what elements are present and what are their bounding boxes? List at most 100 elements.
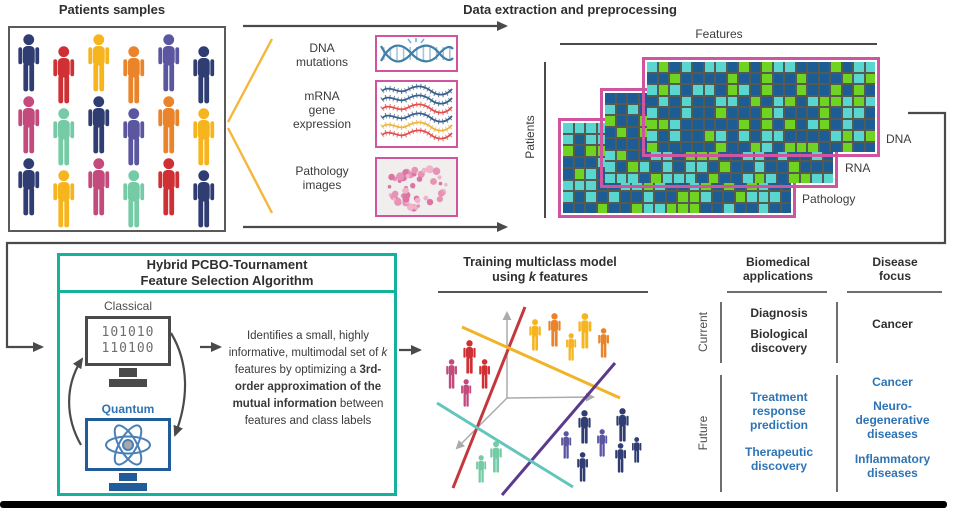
matrix-cell bbox=[819, 142, 829, 152]
future-divider-left bbox=[720, 375, 722, 492]
row-label-current: Current bbox=[696, 312, 710, 353]
matrix-cell bbox=[670, 96, 680, 106]
matrix-cell bbox=[747, 203, 757, 213]
modality-label-mrna: mRNA gene expression bbox=[292, 89, 352, 131]
matrix-cell bbox=[704, 96, 714, 106]
algorithm-header-divider bbox=[60, 290, 394, 293]
matrix-cell bbox=[842, 131, 852, 141]
pathology-illustration-box bbox=[375, 157, 458, 217]
matrix-cell bbox=[854, 96, 864, 106]
dna-illustration-box bbox=[375, 35, 458, 72]
pathology-dot bbox=[388, 173, 395, 181]
person-icon bbox=[479, 359, 490, 389]
matrix-cell bbox=[727, 108, 737, 118]
matrix-cell bbox=[781, 203, 791, 213]
person-icon bbox=[577, 452, 588, 482]
matrix-cell bbox=[616, 139, 626, 149]
matrix-cell bbox=[754, 173, 764, 183]
quantum-computer-icon bbox=[85, 418, 171, 471]
mrna-illustration-box bbox=[375, 80, 458, 148]
outcome-biological-discovery: Biological discovery bbox=[750, 327, 808, 355]
matrix-cell bbox=[616, 104, 626, 114]
matrix-cell bbox=[831, 119, 841, 129]
outcome-cancer-current: Cancer bbox=[872, 317, 913, 331]
pathology-dot bbox=[414, 197, 421, 204]
matrix-cell bbox=[773, 108, 783, 118]
matrix-cell bbox=[647, 62, 657, 72]
pathology-dot bbox=[402, 195, 410, 203]
matrix-cell bbox=[773, 73, 783, 83]
matrix-cell bbox=[796, 73, 806, 83]
matrix-cell bbox=[720, 162, 730, 172]
pathology-dot bbox=[423, 195, 429, 201]
matrix-cell bbox=[727, 131, 737, 141]
classical-monitor-neck bbox=[119, 368, 137, 377]
person-icon bbox=[158, 158, 180, 216]
training-title: Training multiclass model using k featur… bbox=[463, 255, 617, 284]
matrix-cell bbox=[586, 180, 596, 190]
matrix-cell bbox=[854, 119, 864, 129]
future-divider-mid bbox=[836, 375, 838, 492]
matrix-cell bbox=[796, 96, 806, 106]
matrix-cell bbox=[716, 73, 726, 83]
matrix-cell bbox=[727, 96, 737, 106]
person-icon bbox=[193, 170, 215, 228]
matrix-cell bbox=[865, 142, 875, 152]
matrix-cell bbox=[785, 62, 795, 72]
matrix-cell bbox=[777, 173, 787, 183]
person-icon bbox=[18, 158, 40, 216]
matrix-cell bbox=[739, 119, 749, 129]
matrix-cell bbox=[743, 162, 753, 172]
matrix-cell bbox=[727, 85, 737, 95]
matrix-cell bbox=[685, 173, 695, 183]
matrix-cell bbox=[701, 192, 711, 202]
matrix-cell bbox=[681, 62, 691, 72]
pathology-dot bbox=[430, 178, 437, 185]
matrix-cell bbox=[658, 96, 668, 106]
matrix-cell bbox=[770, 203, 780, 213]
matrix-cell bbox=[586, 192, 596, 202]
pathology-dot bbox=[392, 197, 396, 201]
matrix-cell bbox=[770, 192, 780, 202]
matrix-cell bbox=[563, 180, 573, 190]
matrix-cell bbox=[693, 85, 703, 95]
person-icon bbox=[598, 328, 609, 358]
matrix-cell bbox=[563, 169, 573, 179]
matrix-cell bbox=[632, 203, 642, 213]
matrix-cell bbox=[727, 142, 737, 152]
matrix-cell bbox=[647, 119, 657, 129]
matrix-cell bbox=[773, 142, 783, 152]
modality-label-pathology: Pathology images bbox=[295, 164, 349, 192]
pathology-dot bbox=[421, 167, 427, 173]
matrix-cell bbox=[586, 123, 596, 133]
matrix-cell bbox=[750, 96, 760, 106]
axis-z bbox=[455, 397, 508, 450]
matrix-cell bbox=[605, 127, 615, 137]
matrix-cell bbox=[865, 85, 875, 95]
matrix-cell bbox=[716, 62, 726, 72]
matrix-cell bbox=[854, 108, 864, 118]
matrix-cell bbox=[704, 73, 714, 83]
person-icon bbox=[18, 34, 40, 92]
matrix-label-dna: DNA bbox=[886, 132, 912, 146]
matrix-cell bbox=[762, 85, 772, 95]
matrix-cell bbox=[574, 134, 584, 144]
person-icon bbox=[490, 441, 502, 473]
pathology-dot bbox=[438, 181, 443, 186]
matrix-cell bbox=[689, 203, 699, 213]
matrix-cell bbox=[750, 62, 760, 72]
matrix-cell bbox=[704, 85, 714, 95]
matrix-cell bbox=[693, 73, 703, 83]
matrix-cell bbox=[647, 108, 657, 118]
matrix-cell bbox=[697, 173, 707, 183]
pathology-dot bbox=[391, 190, 399, 198]
matrix-cell bbox=[616, 116, 626, 126]
matrix-cell bbox=[681, 142, 691, 152]
matrix-cell bbox=[605, 139, 615, 149]
matrix-cell bbox=[854, 85, 864, 95]
matrix-cell bbox=[628, 173, 638, 183]
matrix-cell bbox=[762, 142, 772, 152]
matrix-cell bbox=[681, 85, 691, 95]
pathology-dot bbox=[387, 184, 392, 189]
person-icon bbox=[53, 170, 75, 228]
